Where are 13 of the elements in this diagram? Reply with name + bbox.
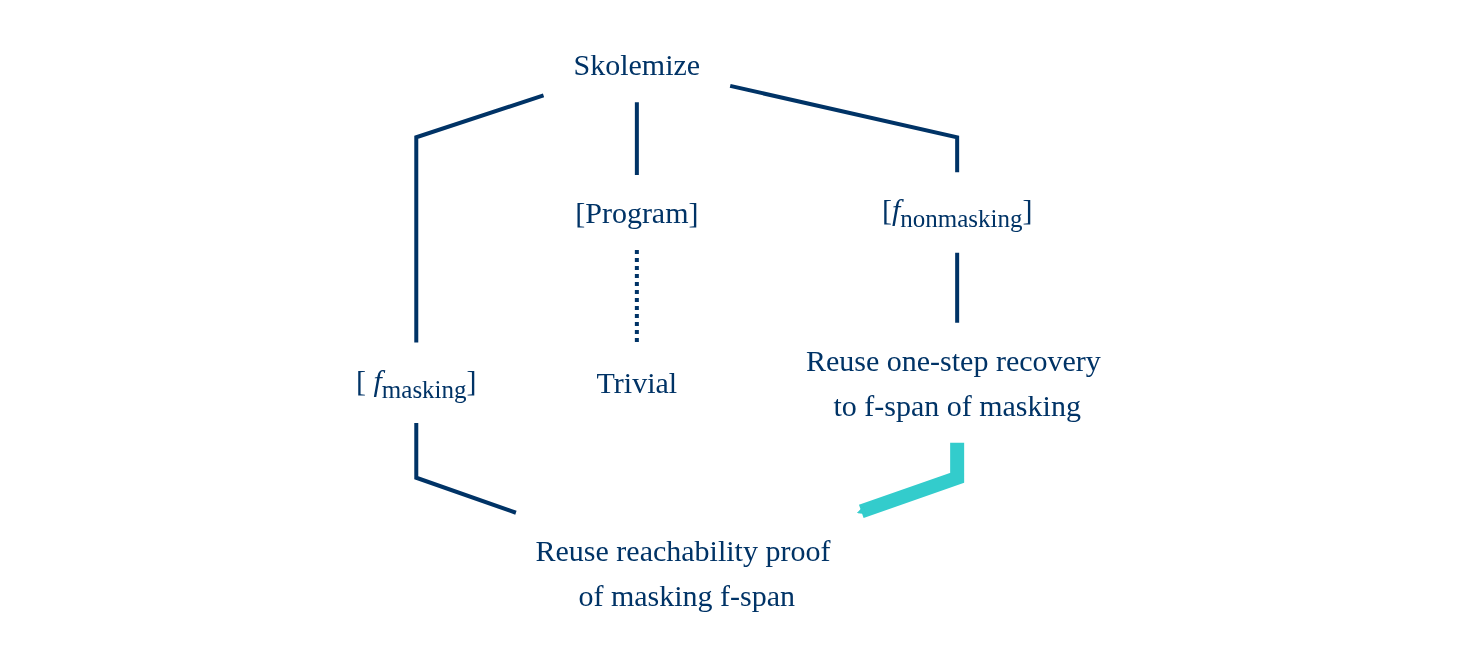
node-text: Reuse one-step recovery to f-span of masking xyxy=(805,343,1101,422)
node-text: Trivial xyxy=(596,366,678,400)
connector xyxy=(414,93,545,343)
connector xyxy=(634,102,639,175)
node-text: Skolemize xyxy=(573,48,701,82)
node-text: Reuse reachability proof of masking f-span xyxy=(535,533,831,612)
connector xyxy=(955,252,960,323)
connector xyxy=(729,83,960,173)
node-text: [f$_{nonmasking}$] xyxy=(881,193,1033,233)
connector xyxy=(414,423,517,515)
node-text: [Program] xyxy=(575,196,699,229)
node-text: [ f$_{masking}$] xyxy=(355,363,477,403)
arrow xyxy=(857,442,965,519)
